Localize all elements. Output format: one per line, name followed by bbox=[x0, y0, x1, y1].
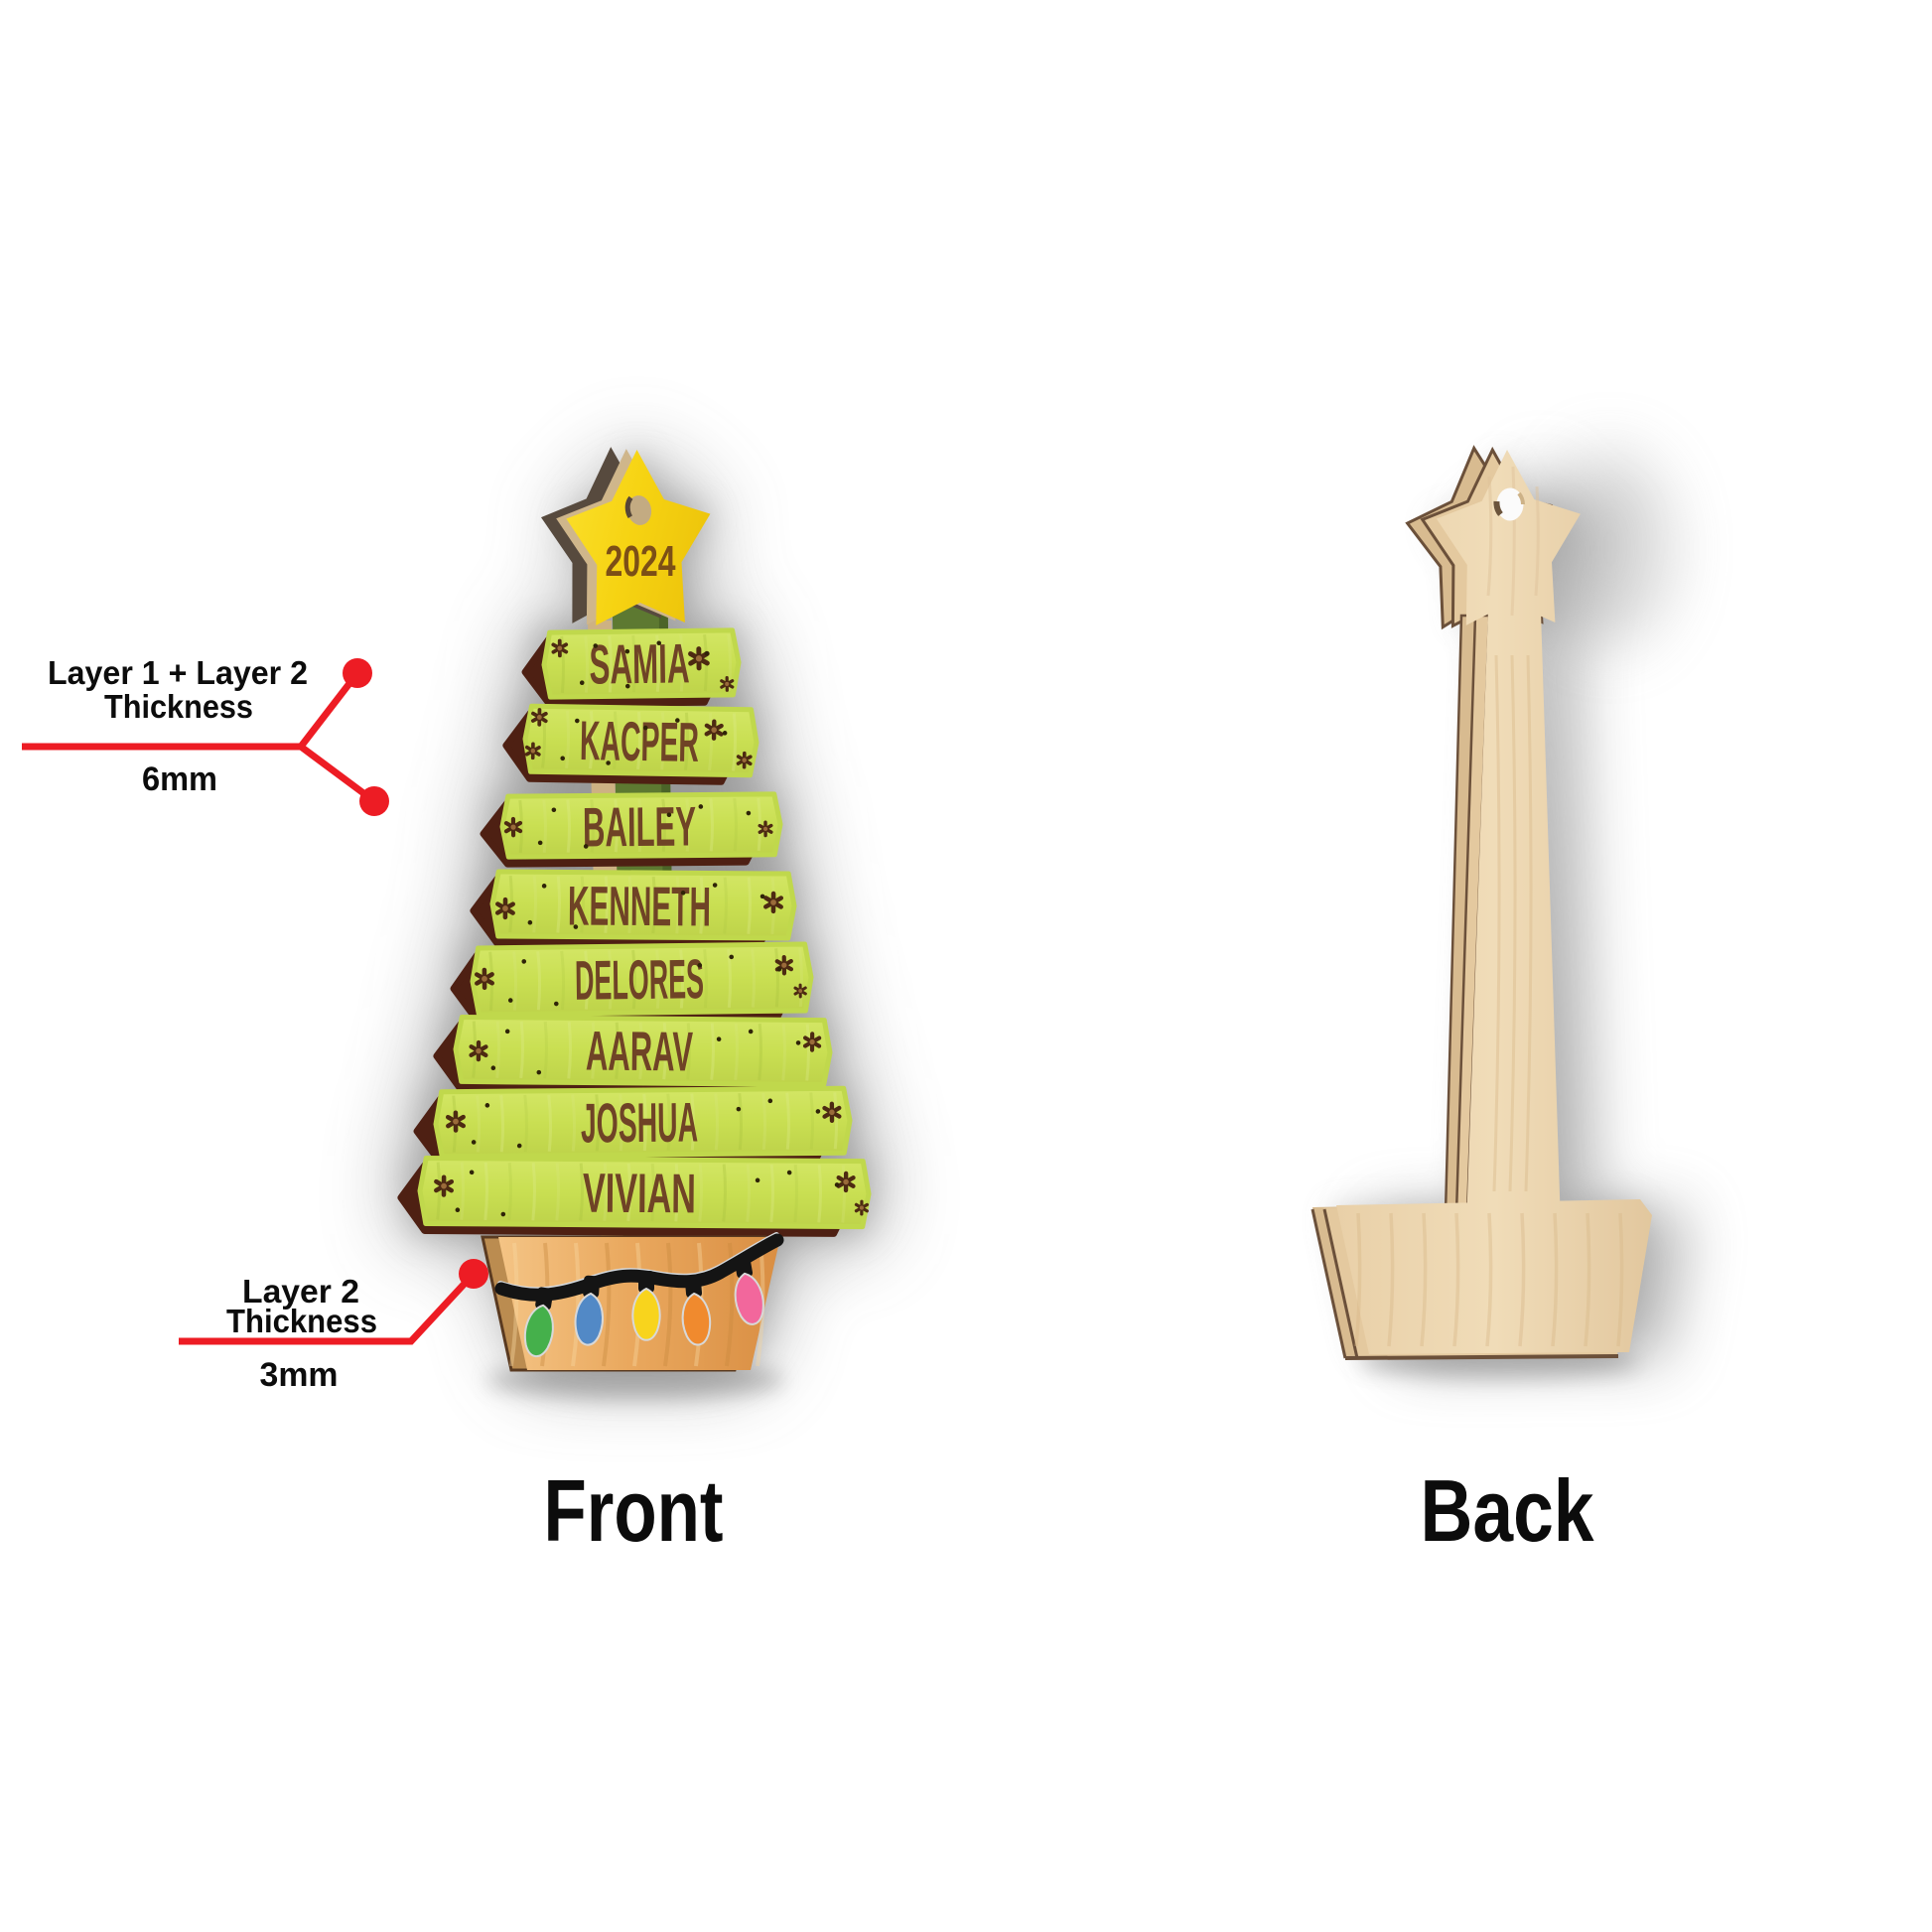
svg-text:JOSHUA: JOSHUA bbox=[581, 1090, 699, 1154]
svg-text:SAMIA: SAMIA bbox=[589, 631, 690, 695]
svg-text:6mm: 6mm bbox=[142, 760, 217, 798]
svg-text:Thickness: Thickness bbox=[104, 688, 253, 725]
svg-text:VIVIAN: VIVIAN bbox=[583, 1162, 696, 1225]
svg-text:KACPER: KACPER bbox=[580, 709, 700, 773]
svg-text:Front: Front bbox=[544, 1461, 724, 1560]
svg-text:KENNETH: KENNETH bbox=[568, 874, 711, 937]
svg-text:BAILEY: BAILEY bbox=[583, 795, 697, 859]
svg-text:Layer 1 + Layer 2: Layer 1 + Layer 2 bbox=[48, 654, 308, 691]
svg-text:3mm: 3mm bbox=[260, 1356, 339, 1394]
svg-text:2024: 2024 bbox=[606, 537, 676, 586]
svg-text:AARAV: AARAV bbox=[586, 1020, 694, 1083]
svg-text:Back: Back bbox=[1421, 1461, 1595, 1560]
svg-text:Thickness: Thickness bbox=[226, 1303, 377, 1339]
svg-text:Layer 2: Layer 2 bbox=[242, 1273, 359, 1310]
svg-text:DELORES: DELORES bbox=[575, 947, 705, 1012]
